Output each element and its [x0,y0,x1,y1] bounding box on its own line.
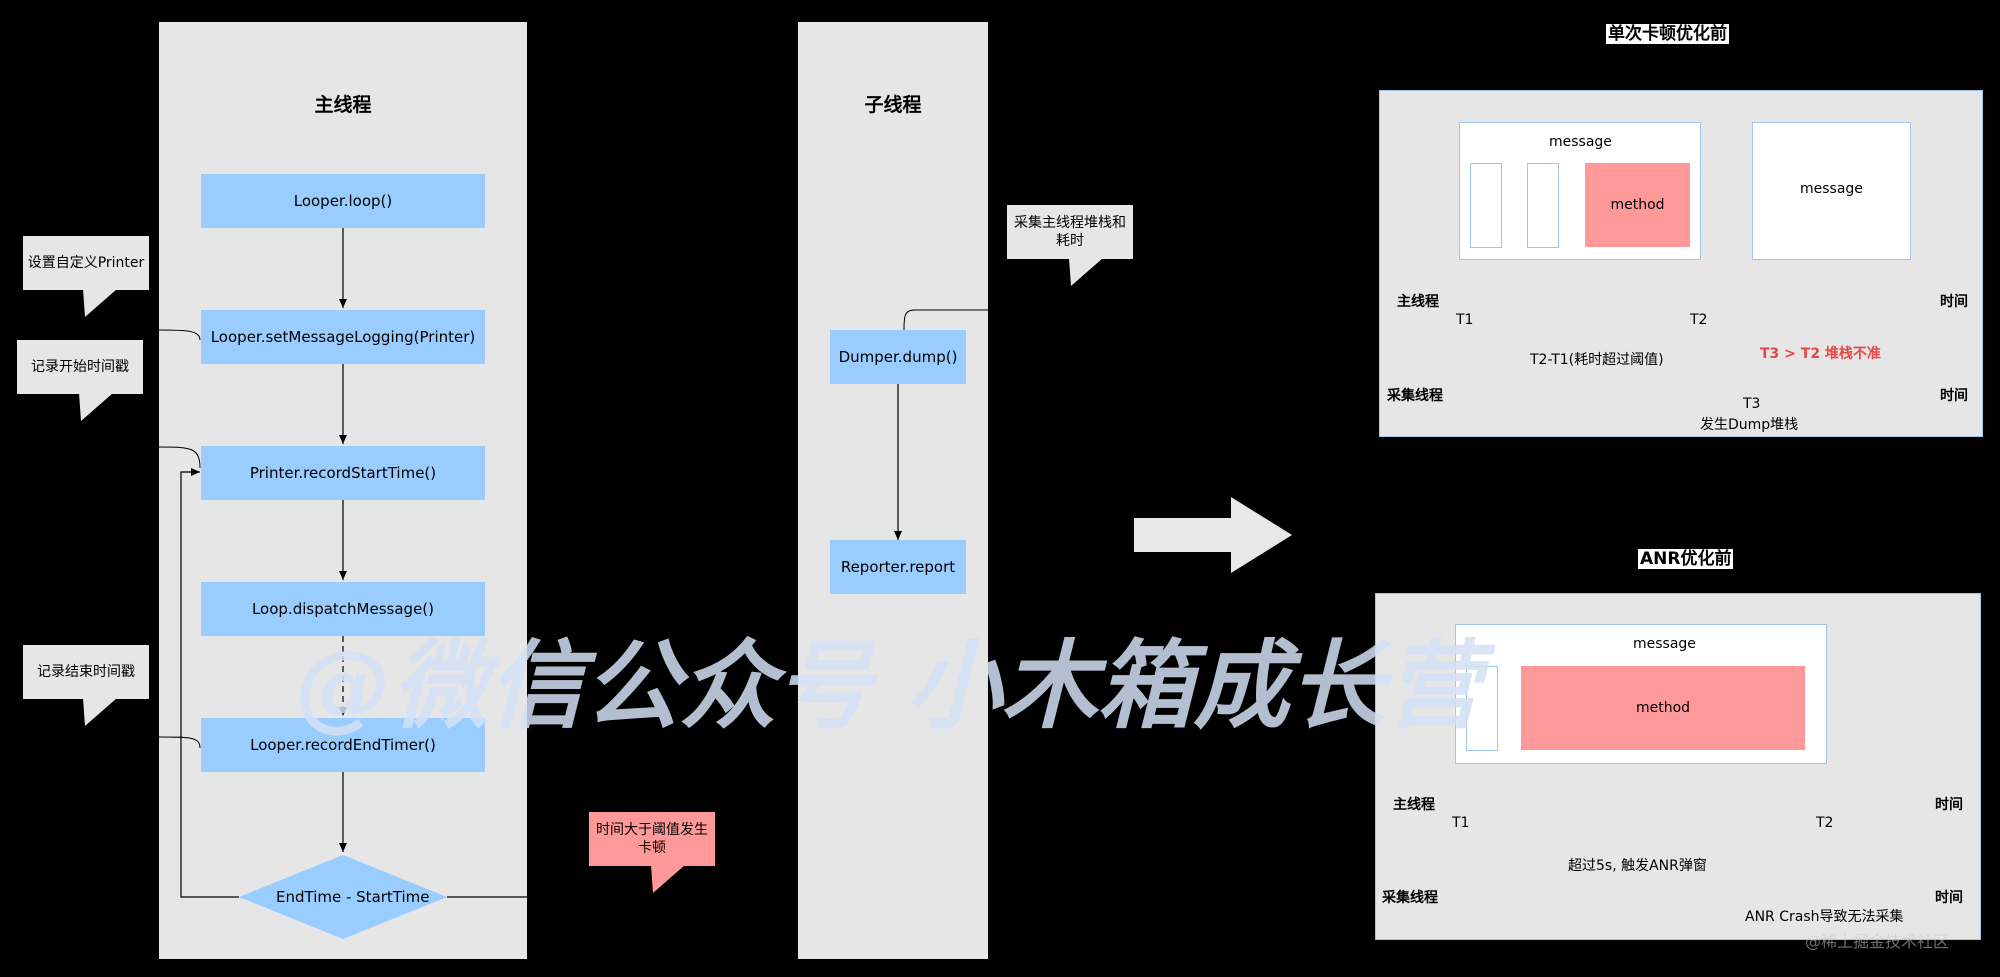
note-record-end: 记录结束时间戳 [23,645,149,726]
panel1-duration: T2-T1(耗时超过阈值) [1530,352,1664,368]
looper-loop-box: Looper.loop() [201,174,485,228]
watermark-text: @微信公众号 小木箱成长营 [296,630,1482,742]
record-start-time-box: Printer.recordStartTime() [201,446,485,500]
panel2-collect-axis-label: 采集线程 [1382,890,1438,906]
panel2-crash-label: ANR Crash导致无法采集 [1745,909,1904,925]
reporter-report-box: Reporter.report [830,540,966,594]
panel1-time-label-1: 时间 [1940,294,1968,310]
decision-label: EndTime - StartTime [276,888,430,906]
panel2-duration: 超过5s, 触发ANR弹窗 [1568,858,1707,874]
panel1-dump-label: 发生Dump堆栈 [1700,417,1799,433]
panel1-main-axis-label: 主线程 [1397,294,1439,310]
panel1-small-rect-1 [1470,163,1502,248]
panel2-time-label-2: 时间 [1935,890,1963,906]
panel1-t3: T3 [1743,396,1761,412]
note-threshold: 时间大于阈值发生卡顿 [589,812,715,893]
dispatch-message-box: Loop.dispatchMessage() [201,582,485,636]
panel2-title: ANR优化前 [1638,549,1734,569]
note-set-printer: 设置自定义Printer [23,236,149,317]
panel1-message-block-2 [1752,122,1911,260]
panel2-time-label-1: 时间 [1935,797,1963,813]
panel2-t2: T2 [1816,815,1834,831]
dumper-dump-box: Dumper.dump() [830,330,966,384]
panel1-time-label-2: 时间 [1940,388,1968,404]
sub-thread-lane: 子线程 [798,22,988,959]
panel1-small-rect-2 [1527,163,1559,248]
set-message-logging-box: Looper.setMessageLogging(Printer) [201,310,485,364]
panel2-method-block: method [1521,666,1805,750]
panel1-method-block: method [1585,163,1690,247]
panel1-message-label-2: message [1800,181,1863,197]
panel2-t1: T1 [1452,815,1470,831]
record-end-timer-box: Looper.recordEndTimer() [201,718,485,772]
main-thread-title: 主线程 [314,94,372,116]
panel1-title: 单次卡顿优化前 [1606,24,1729,44]
panel1-warning: T3 > T2 堆栈不准 [1760,346,1881,362]
panel1-t2: T2 [1690,312,1708,328]
credit-text: @稀土掘金技术社区 [1805,932,1950,951]
note-collect-stack: 采集主线程堆栈和耗时 [1007,205,1133,286]
panel2-small-rect [1466,666,1498,751]
panel1-collect-axis-label: 采集线程 [1387,388,1443,404]
note-record-start: 记录开始时间戳 [17,340,143,421]
sub-thread-title: 子线程 [864,94,922,116]
panel2-main-axis-label: 主线程 [1393,797,1435,813]
panel2-message-label: message [1633,636,1696,652]
panel1-message-label: message [1549,134,1612,150]
panel1-t1: T1 [1456,312,1474,328]
